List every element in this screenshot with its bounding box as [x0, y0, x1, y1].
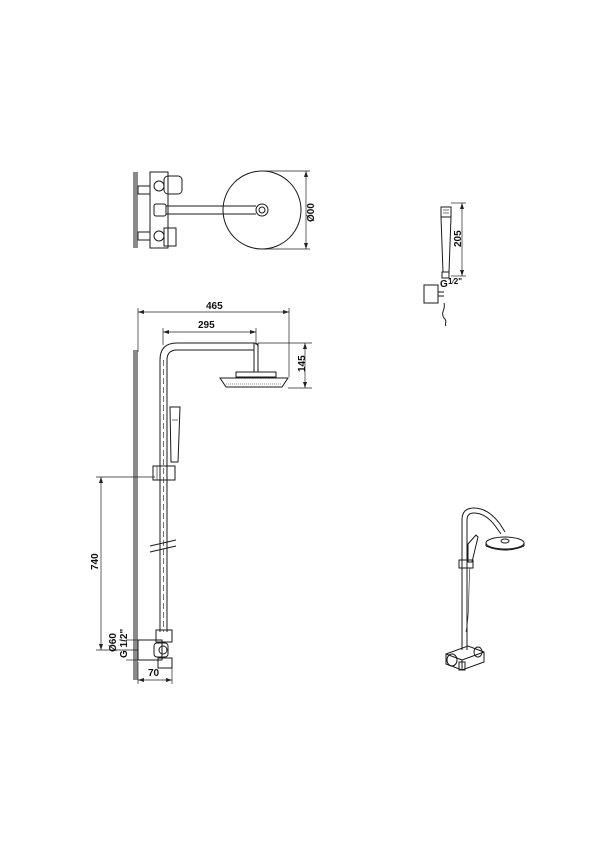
mixer-connector	[155, 629, 173, 643]
riser-height-label: 740	[90, 553, 101, 570]
hose-connector	[423, 284, 439, 304]
hand-shower-thread-fraction: 1⁄2"	[448, 277, 462, 286]
top-view-wall	[133, 172, 138, 248]
mixer-body-plan	[149, 171, 169, 249]
inlet-thread-label: G 1/2"	[119, 629, 130, 658]
perspective-hand-shower	[467, 534, 479, 563]
shower-head-side	[219, 377, 289, 388]
projection-label: 70	[148, 668, 160, 679]
hand-shower-length-label: 205	[453, 230, 464, 247]
shower-head-plan	[222, 170, 302, 250]
perspective-mixer	[445, 645, 485, 671]
shower-arm	[159, 342, 254, 361]
head-diameter-label: Ø00	[306, 203, 317, 222]
break-mark	[149, 539, 177, 547]
front-view-wall	[133, 350, 138, 680]
front-view: 465 295 145 740 Ø60 G 1/2" 70	[90, 301, 312, 684]
arm-width-label: 295	[198, 320, 215, 331]
hand-shower-detail: 205 G 1⁄2"	[423, 202, 466, 327]
perspective-view	[445, 507, 525, 671]
arm-height-label: 145	[297, 355, 308, 372]
hand-shower-face	[440, 206, 452, 218]
slide-holder	[152, 465, 176, 481]
hand-shower-front	[169, 406, 181, 463]
hand-shower-thread-g: G	[440, 279, 448, 290]
wall-plate-diameter-label: Ø60	[108, 633, 119, 652]
overall-width-label: 465	[206, 301, 223, 312]
top-view: Ø00	[133, 170, 317, 250]
